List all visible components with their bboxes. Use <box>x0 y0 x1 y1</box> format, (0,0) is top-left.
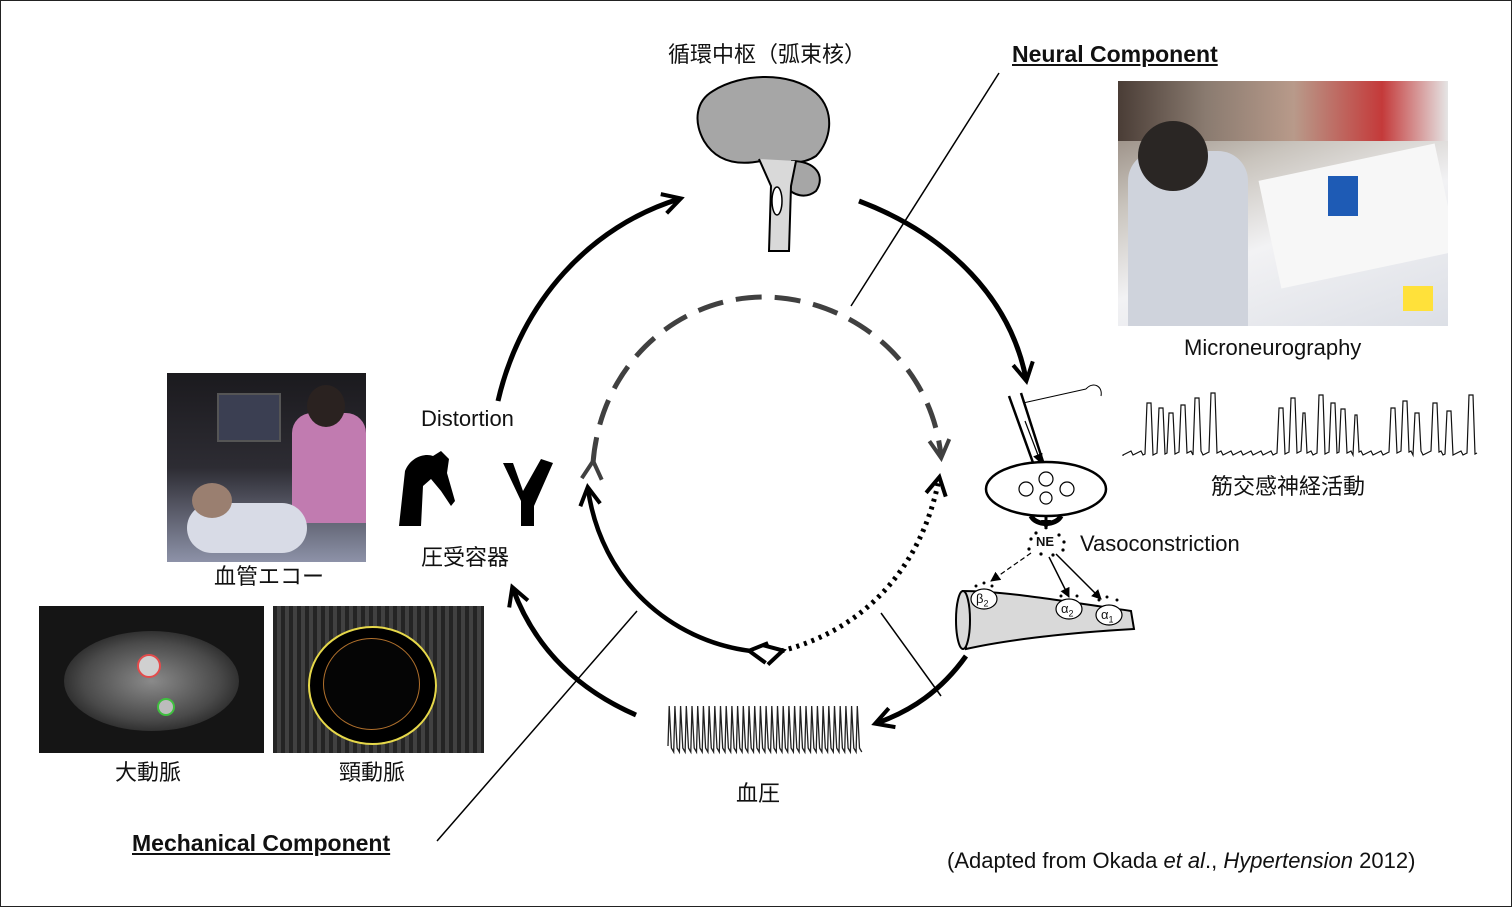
arrow-dashed-arc <box>593 294 941 463</box>
aorta-label: 大動脈 <box>115 761 182 786</box>
ne-to-alpha1-arrow <box>1055 553 1102 600</box>
leader-vessel <box>880 612 942 697</box>
msna-trace <box>1122 392 1478 458</box>
brain-icon <box>696 76 831 252</box>
arrow-bp-to-baroreceptor <box>513 589 638 718</box>
norepinephrine-dots <box>1027 531 1066 557</box>
citation-etal: et al <box>1163 848 1206 873</box>
carotid-label: 頸動脈 <box>339 761 406 786</box>
nerve-electrode-icon <box>1007 384 1102 472</box>
beta2-symbol: β <box>976 591 984 606</box>
arrow-vessel-to-bp <box>877 654 969 723</box>
blood-pressure-label: 血圧 <box>736 782 781 807</box>
brain-center-label: 循環中枢（弧束核） <box>668 43 867 68</box>
beta2-subscript: 2 <box>983 598 989 609</box>
ne-to-alpha2-arrow <box>1048 556 1070 598</box>
alpha2-symbol: α <box>1061 601 1069 616</box>
baroreceptor-label: 圧受容器 <box>421 546 510 571</box>
carotid-bifurcation-icon <box>503 459 553 526</box>
citation-mid: ., <box>1205 848 1224 873</box>
mechanical-component-heading: Mechanical Component <box>132 830 391 856</box>
aorta-mri-image <box>39 606 264 753</box>
citation: (Adapted from Okada et al., Hypertension… <box>947 850 1415 872</box>
ne-label: NE <box>1036 534 1055 549</box>
arrow-neural-dotted <box>781 479 939 651</box>
alpha1-label: α1 <box>1101 608 1114 625</box>
arrow-mechanical-double <box>588 489 751 651</box>
msna-label: 筋交感神経活動 <box>1211 475 1366 500</box>
arrow-brain-to-nerve <box>858 198 1026 379</box>
vasoconstriction-label: Vasoconstriction <box>1080 531 1240 556</box>
microneurography-label: Microneurography <box>1184 335 1362 360</box>
blood-pressure-waveform <box>667 705 863 755</box>
leader-neural <box>850 72 1000 307</box>
aortic-arch-icon <box>399 451 455 526</box>
citation-journal: Hypertension <box>1223 848 1354 873</box>
alpha2-label: α2 <box>1061 602 1074 619</box>
blood-vessel-icon <box>955 589 1136 651</box>
carotid-ultrasound-image <box>273 606 484 753</box>
vascular-echo-label: 血管エコー <box>214 565 325 590</box>
receptor-beta2 <box>970 581 998 610</box>
vascular-echo-photo <box>167 373 366 562</box>
arrow-baroreceptor-to-brain <box>495 199 679 402</box>
citation-prefix: (Adapted from Okada <box>947 848 1164 873</box>
leader-mechanical <box>436 610 638 842</box>
ne-to-beta2-arrow <box>990 552 1032 582</box>
neural-component-heading: Neural Component <box>1012 41 1218 67</box>
nerve-terminal-icon <box>984 460 1108 530</box>
alpha1-subscript: 1 <box>1108 614 1114 625</box>
alpha2-subscript: 2 <box>1068 608 1074 619</box>
receptor-alpha1 <box>1095 595 1123 626</box>
receptor-alpha2 <box>1055 594 1083 620</box>
citation-year: 2012) <box>1353 848 1416 873</box>
beta2-label: β2 <box>976 592 989 609</box>
alpha1-symbol: α <box>1101 607 1109 622</box>
microneurography-photo <box>1118 81 1448 326</box>
distortion-label: Distortion <box>421 406 514 431</box>
